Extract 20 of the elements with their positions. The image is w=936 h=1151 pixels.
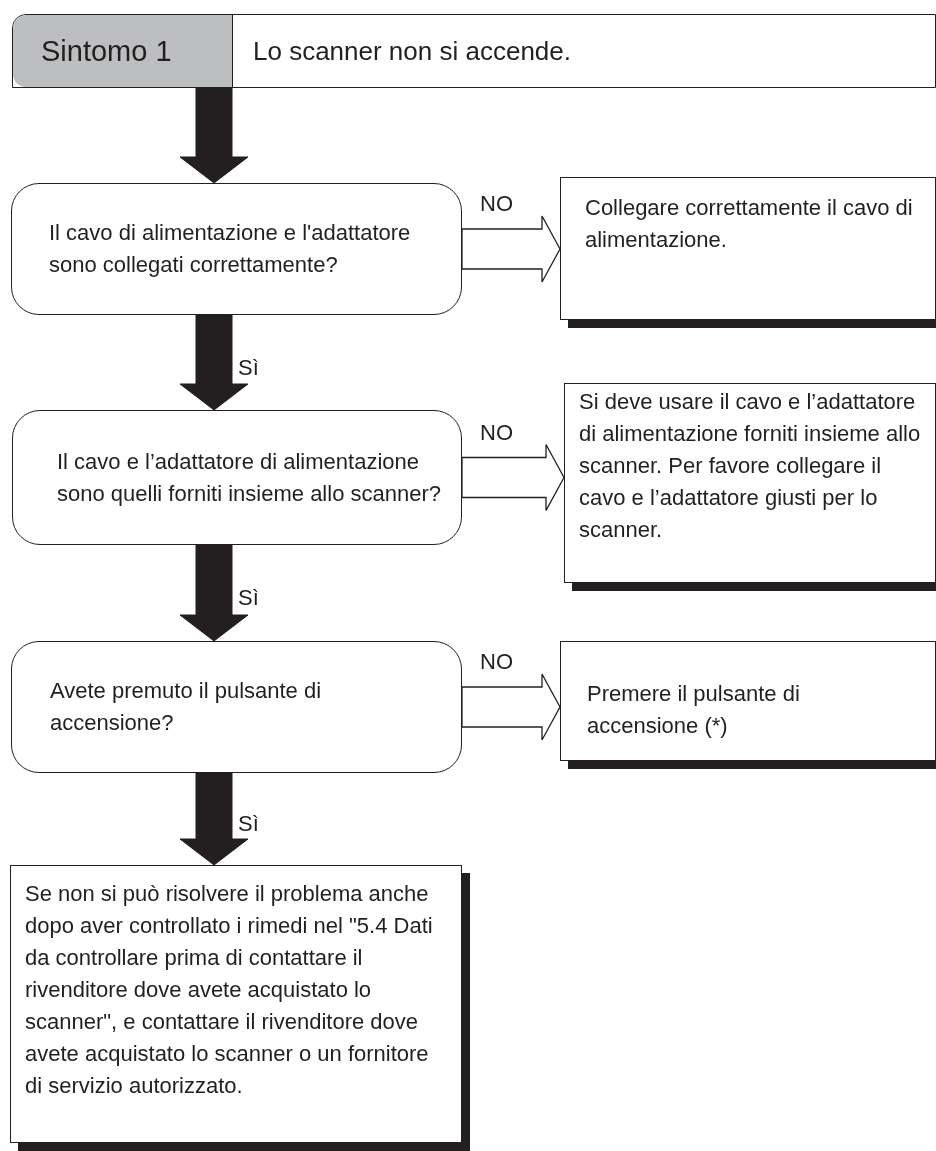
- outline-arrow: [461, 673, 561, 741]
- down-arrow: [179, 87, 249, 184]
- instruction-text: Se non si può risolvere il problema anche dopo aver controllato i rimedi nel "5.4 Dati da controllare prima di contattare il rivenditore dove avete acquistato lo scanner", e contattare il rivenditore dove avete acquistato lo scanner o un fornitore di servizio autorizzato.: [25, 880, 434, 1100]
- question-text: Il cavo e l’adattatore di alimentazione sono quelli forniti insieme allo scanner?: [57, 447, 441, 508]
- symptom-text: Lo scanner non si accende.: [252, 35, 571, 68]
- down-arrow: [179, 772, 249, 866]
- instruction-text: Si deve usare il cavo e l’adattatore di alimentazione forniti insieme allo scanner. Per favore collegare il cavo e l’adattatore giusti per lo scanner.: [579, 388, 922, 544]
- symptom-header: [12, 14, 936, 88]
- decision-box: [12, 410, 462, 545]
- down-arrow: [179, 544, 249, 642]
- decision-box: [11, 641, 462, 773]
- instruction-text: Collegare correttamente il cavo di alimentazione.: [585, 194, 914, 254]
- question-text: Il cavo di alimentazione e l'adattatore sono collegati correttamente?: [49, 219, 412, 279]
- outline-arrow: [461, 215, 561, 283]
- question-text: Avete premuto il pulsante di accensione?: [50, 677, 323, 737]
- outline-arrow: [461, 443, 565, 512]
- symptom-label: Sintomo 1: [13, 15, 233, 87]
- instruction-text: Premere il pulsante di accensione (*): [587, 680, 801, 740]
- down-arrow: [179, 314, 249, 411]
- decision-box: [11, 183, 462, 315]
